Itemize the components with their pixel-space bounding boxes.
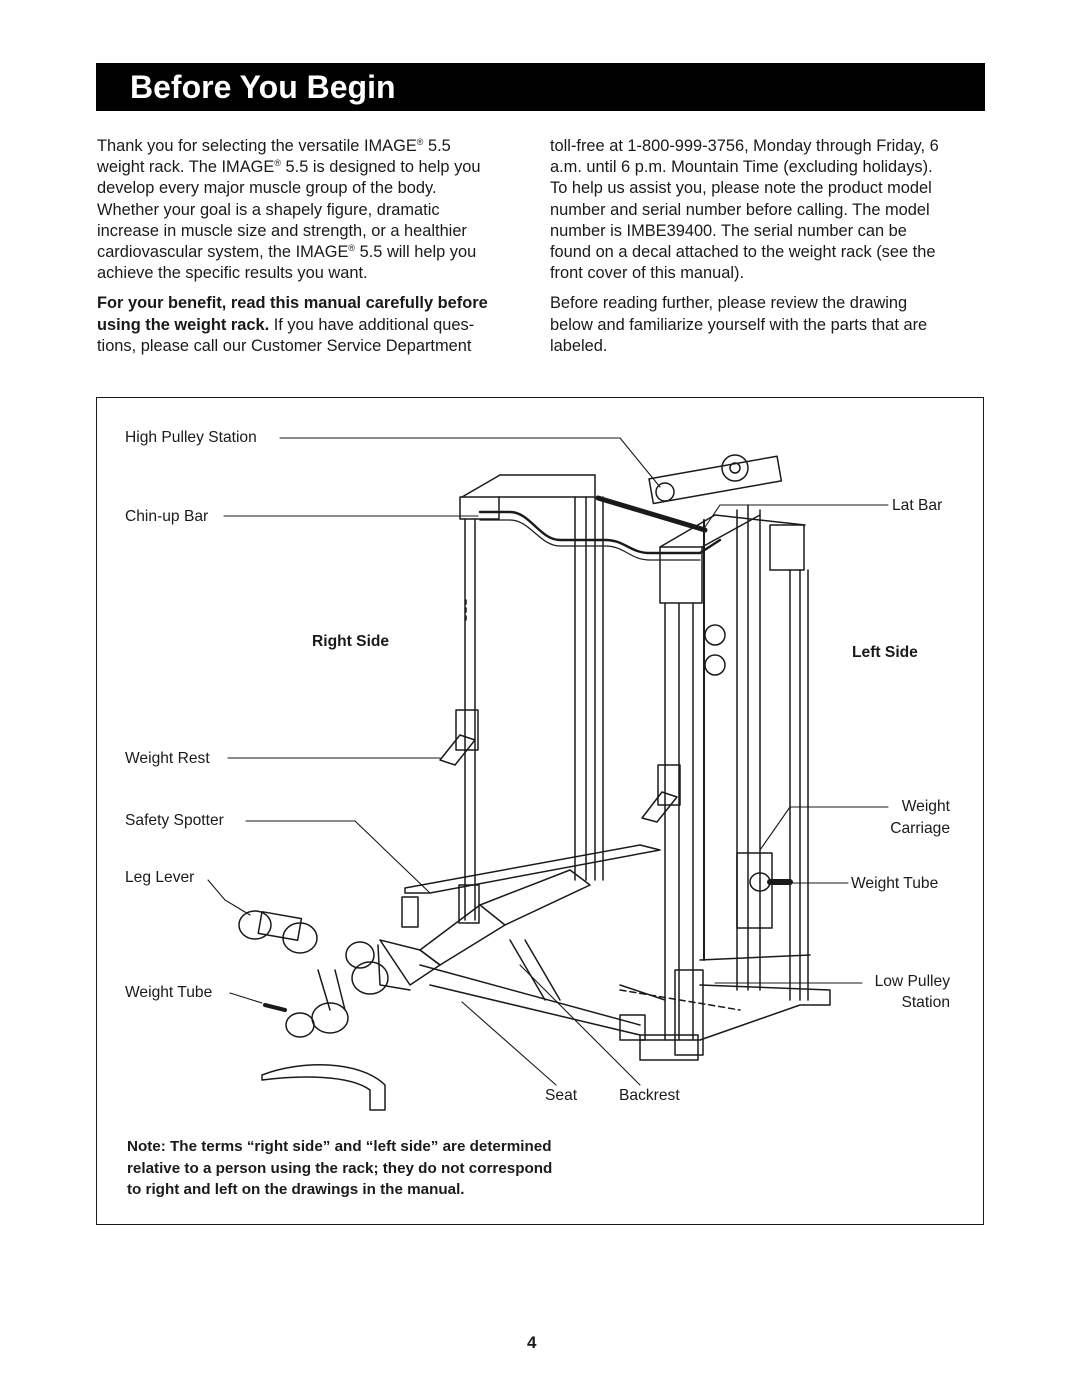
review-line: Before reading further, please review th…	[550, 294, 908, 313]
contact-paragraph: toll-free at 1-800-999-3756, Monday thro…	[550, 136, 982, 284]
benefit-text: tions, please call our Customer Service …	[97, 336, 472, 355]
intro-line: cardiovascular system, the IMAGE® 5.5 wi…	[97, 243, 477, 262]
contact-line: number is IMBE39400. The serial number c…	[550, 221, 907, 240]
left-upright	[659, 504, 809, 1056]
intro-line: weight rack. The IMAGE® 5.5 is designed …	[97, 158, 481, 177]
intro-line: achieve the specific results you want.	[97, 264, 368, 283]
contact-line: To help us assist you, please note the p…	[550, 179, 932, 198]
bench	[377, 869, 646, 1041]
review-line: below and familiarize yourself with the …	[550, 315, 928, 334]
label-safety-spotter: Safety Spotter	[125, 812, 224, 829]
contact-line: found on a decal attached to the weight …	[550, 243, 936, 262]
benefit-bold-text: using the weight rack.	[97, 315, 270, 334]
intro-line: Whether your goal is a shapely figure, d…	[97, 200, 440, 219]
label-leg-lever: Leg Lever	[125, 869, 195, 886]
section-header-bar: Before You Begin	[96, 63, 985, 111]
label-low-pulley-line1: Low Pulley	[874, 973, 950, 990]
label-weight-tube-right: Weight Tube	[125, 984, 213, 1001]
intro-line: Thank you for selecting the versatile IM…	[97, 137, 451, 155]
label-weight-carriage-line1: Weight	[901, 798, 950, 815]
intro-column-left: Thank you for selecting the versatile IM…	[97, 136, 527, 357]
label-left-side: Left Side	[852, 644, 918, 661]
review-paragraph: Before reading further, please review th…	[550, 293, 982, 357]
page-number: 4	[527, 1333, 537, 1352]
intro-line: develop every major muscle group of the …	[97, 179, 437, 198]
parts-diagram-frame	[96, 397, 984, 1225]
label-lat-bar: Lat Bar	[892, 497, 943, 514]
benefit-paragraph: For your benefit, read this manual caref…	[97, 293, 527, 357]
note-line: Note: The terms “right side” and “left s…	[127, 1138, 552, 1155]
label-weight-rest: Weight Rest	[125, 750, 210, 767]
review-line: labeled.	[550, 336, 608, 355]
benefit-text: If you have additional ques-	[269, 315, 475, 334]
intro-column-right: toll-free at 1-800-999-3756, Monday thro…	[550, 136, 982, 357]
benefit-bold-text: For your benefit, read this manual caref…	[97, 294, 488, 313]
section-title: Before You Begin	[130, 69, 396, 105]
contact-line: a.m. until 6 p.m. Mountain Time (excludi…	[550, 158, 933, 177]
label-seat: Seat	[545, 1087, 578, 1104]
orientation-note: Note: The terms “right side” and “left s…	[127, 1136, 647, 1201]
high-pulley	[648, 454, 783, 505]
leg-lever	[238, 910, 389, 1111]
label-weight-tube-left: Weight Tube	[851, 875, 939, 892]
label-backrest: Backrest	[619, 1087, 680, 1104]
intro-line: increase in muscle size and strength, or…	[97, 221, 467, 240]
contact-line: number and serial number before calling.…	[550, 200, 930, 219]
chin-up-bar-shape	[478, 510, 722, 555]
intro-paragraph: Thank you for selecting the versatile IM…	[97, 136, 527, 284]
contact-line: front cover of this manual).	[550, 264, 745, 283]
label-high-pulley-station: High Pulley Station	[125, 429, 257, 446]
label-right-side: Right Side	[312, 633, 390, 650]
note-line: to right and left on the drawings in the…	[127, 1181, 465, 1198]
note-line: relative to a person using the rack; the…	[127, 1159, 553, 1177]
contact-line: toll-free at 1-800-999-3756, Monday thro…	[550, 137, 939, 155]
label-weight-carriage-line2: Carriage	[890, 820, 950, 837]
label-chin-up-bar: Chin-up Bar	[125, 508, 209, 525]
label-low-pulley-line2: Station	[901, 994, 950, 1011]
right-upright	[458, 474, 604, 924]
